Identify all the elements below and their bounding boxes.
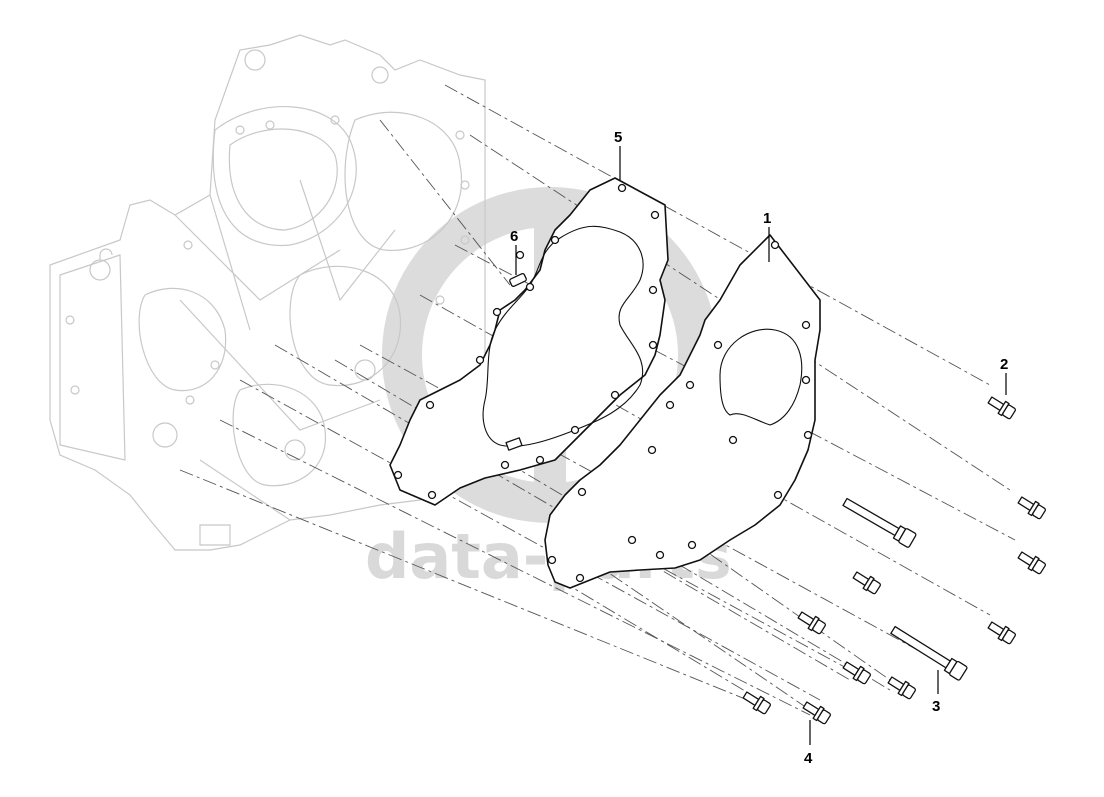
short-bolt (1017, 551, 1046, 575)
callout-5: 5 (614, 129, 622, 146)
long-bolt-lower (890, 625, 968, 681)
short-bolt (842, 661, 871, 685)
short-bolt (987, 621, 1016, 645)
callout-1: 1 (763, 210, 771, 227)
callout-6: 6 (510, 228, 518, 245)
short-bolt (1017, 496, 1046, 520)
short-bolt (887, 676, 916, 700)
callout-labels: 5 1 2 6 3 4 (510, 129, 1008, 767)
callout-leaders (515, 146, 1007, 745)
callout-2: 2 (1000, 356, 1008, 373)
cover-plate (544, 234, 821, 589)
short-bolt (797, 611, 826, 635)
short-bolts (742, 396, 1046, 725)
short-bolt (742, 691, 771, 715)
short-bolt (987, 396, 1016, 420)
callout-4: 4 (804, 750, 813, 767)
dowel-pin (509, 273, 527, 287)
long-bolts (842, 497, 968, 681)
gasket (389, 177, 669, 506)
long-bolt-upper (842, 497, 917, 548)
short-bolt (802, 701, 831, 725)
engine-housing-outline (49, 34, 486, 551)
short-bolt (852, 571, 881, 595)
callout-3: 3 (932, 698, 940, 715)
